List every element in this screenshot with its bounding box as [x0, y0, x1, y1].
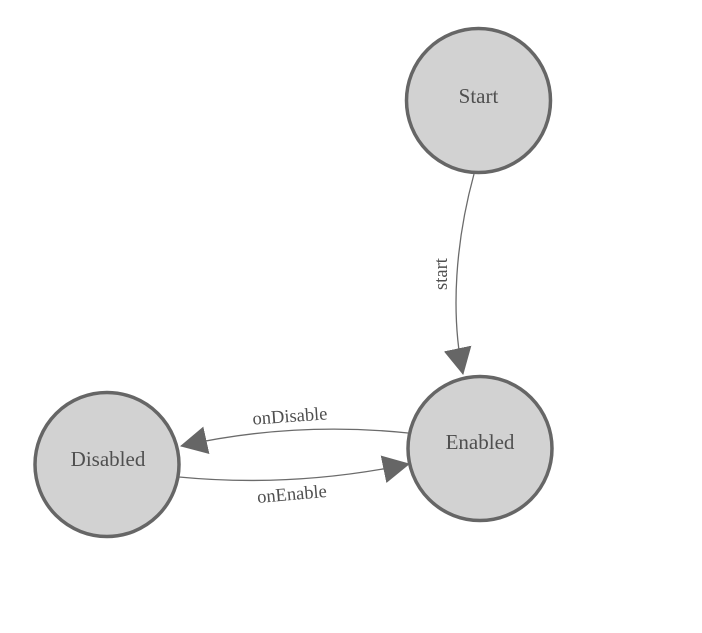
- node-enabled: Enabled: [406, 374, 554, 523]
- edge-label-onenable: onEnable: [256, 482, 327, 508]
- edge-line-start: [443, 173, 475, 375]
- node-start: Start: [404, 26, 553, 175]
- edge-disabled-to-enabled: onEnable: [178, 455, 410, 508]
- state-label-enabled: Enabled: [446, 430, 515, 454]
- state-label-disabled: Disabled: [71, 447, 146, 471]
- edge-enabled-to-disabled: onDisable: [180, 404, 409, 455]
- edge-line-onenable: [178, 455, 410, 483]
- state-circle-enabled: [406, 374, 554, 523]
- state-label-start: Start: [459, 84, 499, 108]
- state-circle-disabled: [33, 390, 181, 539]
- state-circle-start: [404, 26, 553, 175]
- node-disabled: Disabled: [33, 390, 181, 539]
- edge-label-start: start: [432, 257, 452, 290]
- edge-start-to-enabled: start: [432, 173, 475, 375]
- edge-line-ondisable: [180, 426, 409, 455]
- edge-label-ondisable: onDisable: [252, 404, 328, 429]
